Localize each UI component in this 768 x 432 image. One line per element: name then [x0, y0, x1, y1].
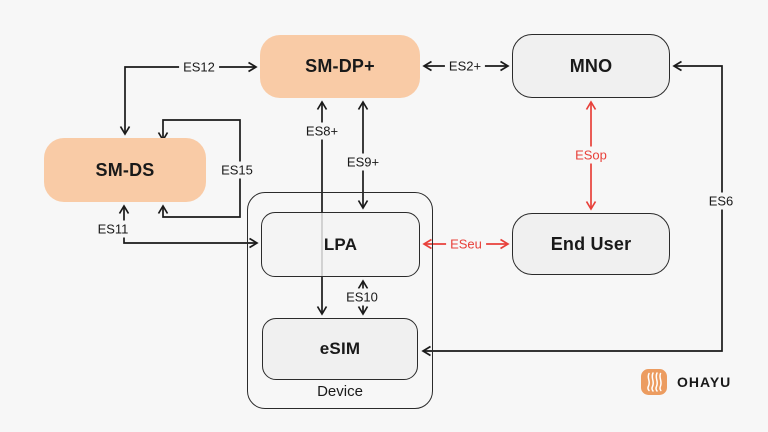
node-sm-dp-plus: SM-DP+: [260, 35, 420, 98]
edge-label-eseu: ESeu: [446, 235, 486, 253]
edge-es11: [118, 204, 259, 249]
node-sm-ds: SM-DS: [44, 138, 206, 202]
brand-logo: OHAYU: [640, 368, 731, 396]
node-end-user: End User: [512, 213, 670, 275]
edge-label-es11: ES11: [93, 220, 133, 238]
node-mno: MNO: [512, 34, 670, 98]
device-label: Device: [317, 383, 363, 400]
node-lpa: LPA: [261, 212, 420, 277]
edge-label-es15: ES15: [217, 161, 257, 179]
edge-label-es8: ES8+: [301, 122, 343, 140]
edge-es6: [421, 60, 723, 357]
edge-label-es10: ES10: [342, 288, 382, 306]
edge-es12: [119, 61, 258, 136]
node-esim: eSIM: [262, 318, 418, 380]
edge-label-es12: ES12: [179, 58, 219, 76]
ohayu-wave-icon: [641, 369, 667, 395]
node-device: Device: [247, 192, 433, 409]
edge-label-es9: ES9+: [342, 153, 384, 171]
edge-label-es6: ES6: [704, 192, 738, 210]
edge-label-es2: ES2+: [444, 57, 486, 75]
edge-label-esop: ESop: [571, 146, 611, 164]
brand-name: OHAYU: [677, 374, 732, 390]
